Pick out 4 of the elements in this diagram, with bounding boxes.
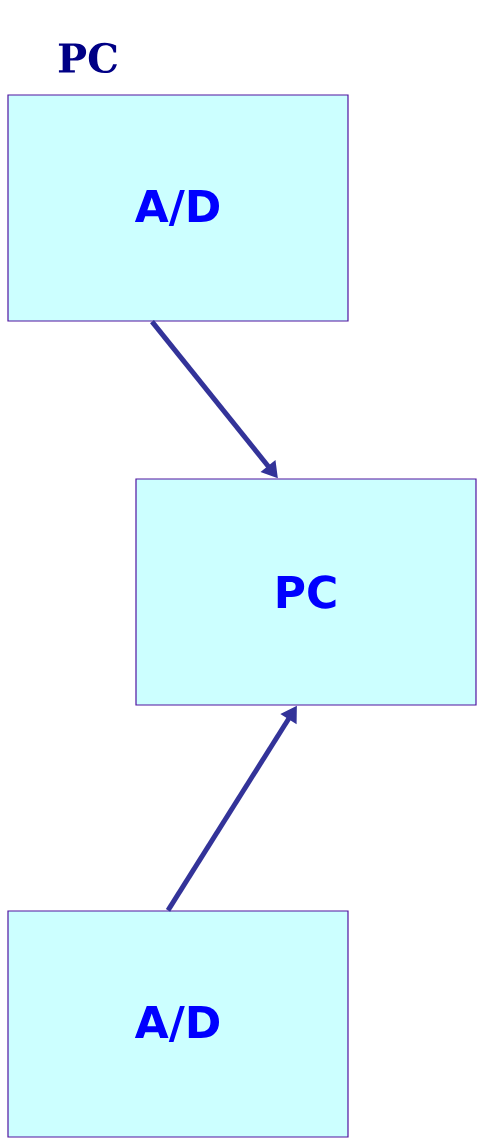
process-box: A/D: [7, 94, 349, 322]
process-box: PC: [135, 478, 477, 706]
process-box: A/D: [7, 910, 349, 1138]
title: PC: [58, 42, 117, 74]
